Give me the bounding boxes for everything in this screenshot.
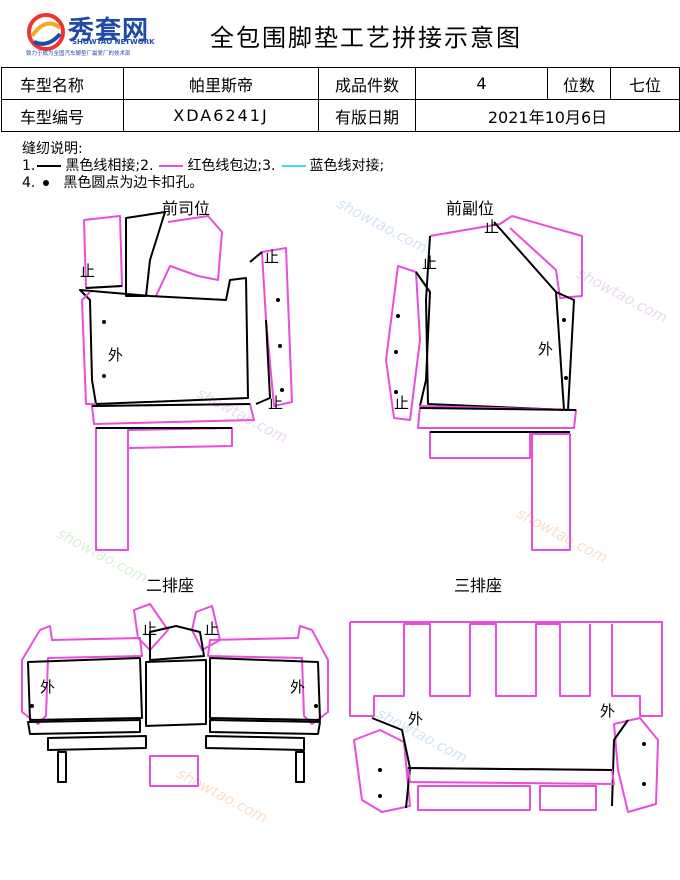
driver-stop-mark: 止: [80, 262, 95, 280]
second-row-right-frame: [207, 625, 329, 725]
third-row-left-side: [353, 729, 411, 813]
third-row-left-side-black: [371, 717, 411, 809]
brand-name: 秀套网: [68, 16, 150, 46]
passenger-section-title: 前副位: [446, 199, 494, 218]
driver-upper-left-piece-black: [85, 285, 123, 289]
edition-date-label: 有版日期: [318, 99, 416, 132]
passenger-stop-mark: 止: [484, 218, 499, 236]
third-row-backrest-panel: [349, 621, 663, 717]
second-row-center-floor: [145, 659, 207, 727]
driver-outside-label: 外: [108, 346, 123, 364]
driver-section-title: 前司位: [162, 199, 210, 218]
third-row-outside-label-left: 外: [408, 710, 423, 728]
passenger-stop-mark: 止: [394, 394, 409, 412]
note-number-4: 4.: [22, 175, 36, 191]
second-row-section-title: 二排座: [146, 576, 194, 595]
second-row-center-top: [149, 625, 205, 661]
passenger-mat: 前副位 外 止 止 止: [385, 199, 583, 551]
second-row-left-rear: [27, 719, 141, 735]
watermark-text: showtao.com: [574, 264, 671, 327]
passenger-side-wall-black: [415, 271, 431, 407]
brand-tagline: 致力于成为全国汽车脚垫厂最爱厂的技术部: [26, 51, 131, 57]
driver-upper-mid-piece: [125, 211, 166, 297]
driver-tunnel-top: [127, 427, 233, 449]
second-row-center-wing-left: [133, 603, 169, 651]
driver-upper-right-piece: [155, 215, 223, 297]
red-line-swatch-icon: [159, 165, 184, 167]
passenger-tunnel-piece: [531, 433, 571, 551]
second-row-center-wing-right: [191, 605, 221, 651]
second-row-right-floor: [209, 657, 321, 721]
second-row-side-tabs: [57, 751, 305, 783]
note-blue-line: 蓝色线对接;: [309, 158, 385, 174]
second-row-buckle-dots: [30, 704, 318, 708]
passenger-stop-mark: 止: [422, 254, 437, 272]
third-row-mat: 三排座 外 外: [349, 576, 663, 813]
watermark-text: showtao.com: [54, 524, 151, 587]
seats-value: 七位: [610, 67, 680, 100]
watermark-text: showtao.com: [174, 764, 271, 827]
second-row-bottom-strips: [47, 735, 305, 751]
third-row-bottom-right: [539, 785, 597, 811]
second-row-left-floor: [27, 657, 143, 721]
driver-stop-mark: 止: [264, 248, 279, 266]
notes-heading: 缝纫说明:: [22, 141, 83, 157]
third-row-rear-seam: [407, 767, 613, 771]
brand-logo: 秀套网 SHOWTAO NETWORK 致力于成为全国汽车脚垫厂最爱厂的技术部: [26, 8, 166, 58]
model-code-label: 车型编号: [1, 99, 124, 132]
second-row-left-frame: [21, 625, 143, 725]
passenger-top-piece: [429, 215, 583, 299]
notes-line-1: 1. 黑色线相接;2. 红色线包边;3. 蓝色线对接;: [22, 158, 384, 175]
passenger-outside-label: 外: [538, 340, 553, 358]
note-dot: 黑色圆点为边卡扣孔。: [63, 175, 204, 191]
passenger-rear-seam: [419, 407, 577, 411]
info-row-code: 车型编号 XDA6241J 有版日期 2021年10月6日: [1, 99, 680, 132]
driver-rear-strip-black: [91, 403, 251, 407]
black-line-swatch-icon: [37, 165, 62, 167]
third-row-bottom-left: [417, 785, 531, 811]
notes-line-2: 4. 黑色圆点为边卡扣孔。: [22, 175, 384, 192]
second-row-stop-mark: 止: [204, 620, 219, 638]
document-title: 全包围脚垫工艺拼接示意图: [210, 24, 522, 52]
sewing-notes: 缝纫说明: 1. 黑色线相接;2. 红色线包边;3. 蓝色线对接; 4. 黑色圆点为边卡…: [22, 141, 384, 192]
model-name-value: 帕里斯帝: [123, 67, 319, 100]
info-table: 车型名称 帕里斯帝 成品件数 4 位数 七位 车型编号 XDA6241J 有版日…: [1, 67, 680, 132]
watermark-text: showtao.com: [514, 504, 611, 567]
note-red-line: 红色线包边;3.: [187, 158, 276, 174]
third-row-outside-label-right: 外: [600, 702, 615, 720]
blue-line-swatch-icon: [281, 165, 306, 167]
model-code-value: XDA6241J: [123, 99, 319, 132]
brand-swirl-icon: [27, 13, 65, 51]
passenger-tunnel-top: [429, 431, 531, 459]
note-number-1: 1.: [22, 158, 36, 174]
passenger-buckle-dots: [394, 314, 568, 394]
second-row-right-rear: [209, 719, 321, 735]
passenger-top-seam: [493, 221, 565, 411]
passenger-floor-piece: [425, 235, 575, 411]
model-name-label: 车型名称: [1, 67, 124, 100]
brand-subtitle: SHOWTAO NETWORK: [72, 38, 155, 46]
buckle-dot-icon: [43, 180, 50, 186]
third-row-right-side: [613, 717, 659, 813]
driver-floor-edge: [81, 291, 96, 405]
second-row-center-tab: [149, 755, 199, 787]
driver-buckle-dots: [102, 298, 284, 392]
second-row-outside-label-left: 外: [40, 678, 55, 696]
second-row-stop-mark: 止: [142, 620, 157, 638]
driver-side-wall-black: [249, 251, 271, 405]
second-row-outside-label-right: 外: [290, 678, 305, 696]
note-black-line: 黑色线相接;2.: [65, 158, 154, 174]
driver-floor-piece: [79, 277, 249, 405]
driver-mat: 前司位 外 止 止 止: [79, 199, 293, 551]
watermark-text: showtao.com: [334, 194, 431, 257]
driver-stop-mark: 止: [268, 394, 283, 412]
second-row-mat: 二排座 外 外 止 止: [21, 576, 329, 787]
driver-side-wall: [261, 247, 293, 407]
third-row-buckle-dots: [378, 742, 646, 798]
driver-tunnel-piece: [95, 427, 129, 551]
third-row-section-title: 三排座: [454, 576, 502, 595]
edition-date-value: 2021年10月6日: [415, 99, 680, 132]
